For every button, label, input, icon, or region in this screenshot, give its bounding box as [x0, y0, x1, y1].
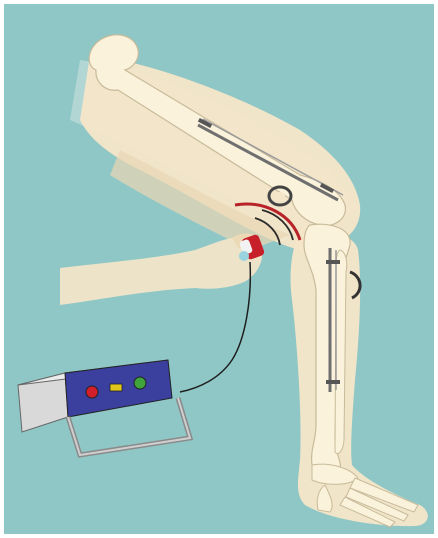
led-yellow — [110, 384, 122, 391]
led-green — [134, 377, 146, 389]
led-red — [86, 386, 98, 398]
